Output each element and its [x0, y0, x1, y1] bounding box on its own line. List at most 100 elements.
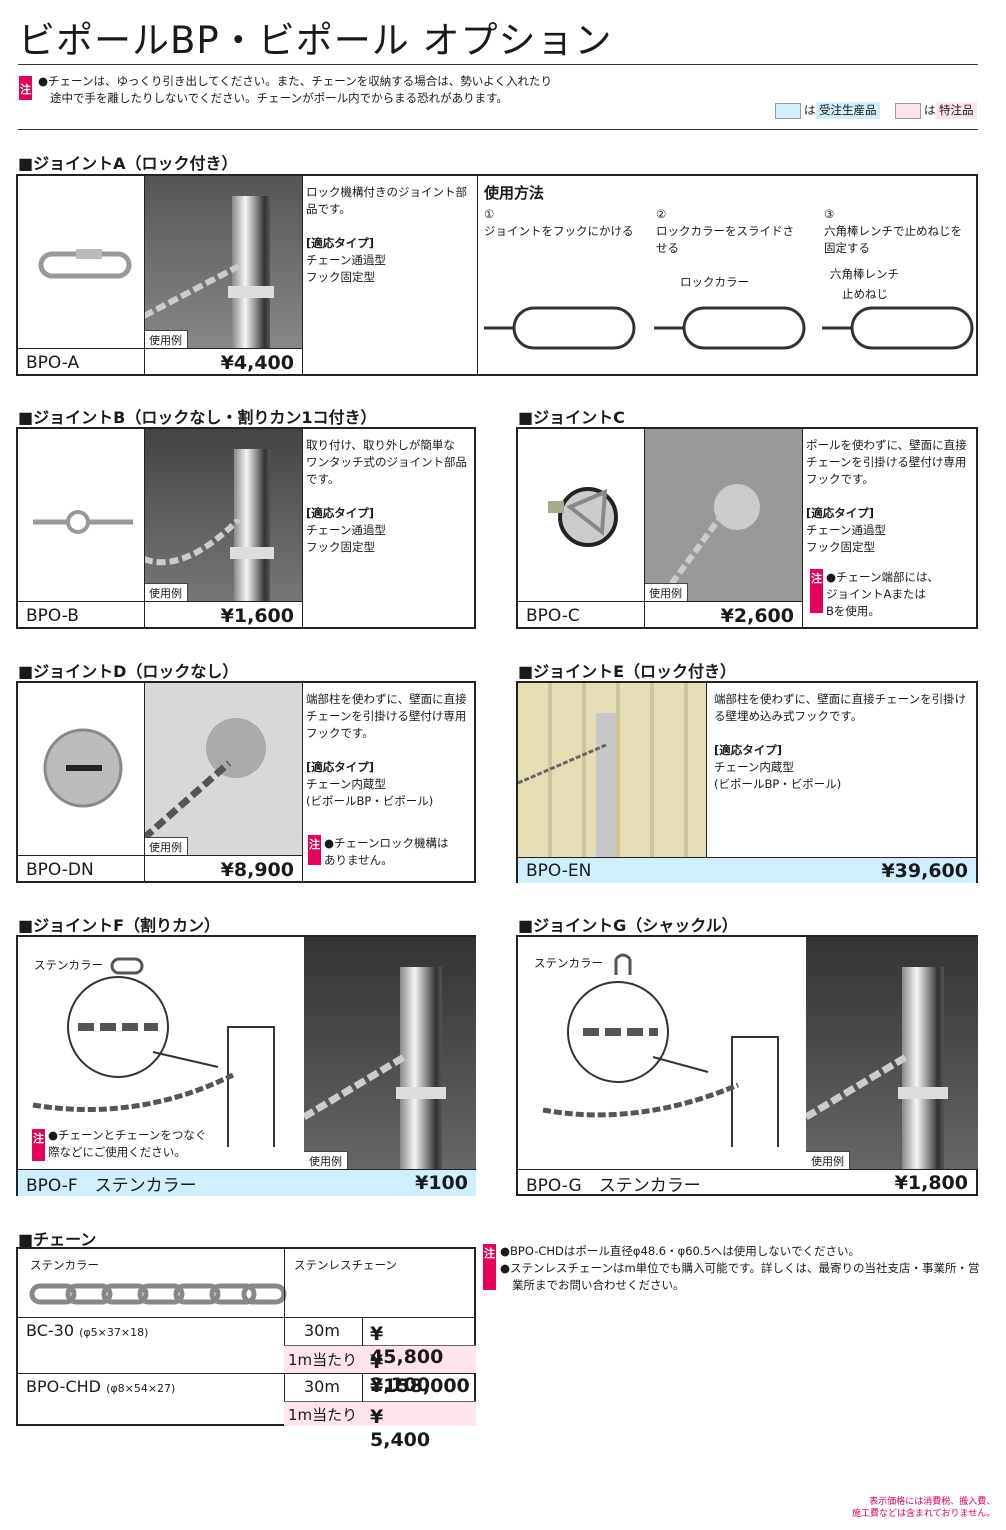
legend-order-swatch [775, 103, 801, 119]
joint-c-card: 使用例 ポールを使わずに、壁面に直接チェーンを引掛ける壁付け専用フックです。 [… [516, 427, 978, 629]
joint-e-card: 端部柱を使わずに、壁面に直接チェーンを引掛ける壁埋め込み式フックです。 [適応タ… [516, 681, 978, 883]
legend-special-label: 特注品 [936, 102, 977, 119]
chain-icon [661, 517, 722, 596]
table-row: BC-30 (φ5×37×18) [26, 1321, 149, 1340]
pole-image [232, 196, 270, 348]
notice-line-1: ●チェーンは、ゆっくり引き出してください。また、チェーンを収納する場合は、勢いよ… [38, 74, 552, 88]
joint-a-description: ロック機構付きのジョイント部品です。 [適応タイプ]チェーン通過型フック固定型 [306, 185, 467, 284]
table-rule [18, 1373, 476, 1374]
joint-g-card: ステンカラー 使用例 BPO-G ステンカラー ¥1,800 [516, 935, 978, 1196]
product-code: BPO-B [26, 605, 79, 626]
joint-b-description: 取り付け、取り外しが簡単なワンタッチ式のジョイント部品です。 [適応タイプ]チェ… [306, 438, 467, 554]
legend-ha-1: は [804, 103, 816, 117]
joint-f-photo: 使用例 [304, 937, 476, 1169]
footer-note: 表示価格には消費税、搬入費、施工費などは含まれておりません。 [852, 1497, 996, 1519]
pole-band [396, 1087, 446, 1099]
pole-image [902, 967, 944, 1169]
chain-icon [518, 743, 607, 785]
usage-diagram [484, 306, 974, 350]
pole-band [898, 1087, 948, 1099]
joint-f-note: ●チェーンとチェーンをつなぐ際などにご使用ください。 [48, 1128, 207, 1159]
title-underline [18, 64, 978, 65]
page-title: ビポールBP・ビポール オプション [18, 19, 613, 62]
separator [644, 429, 645, 629]
chain-icon [144, 519, 242, 566]
joint-f-card: ステンカラー 注 ●チェーンとチェーンをつなぐ際などにご使用ください。 使用例 … [16, 935, 476, 1196]
divider [18, 129, 978, 130]
unit-cell: 1m当たり [288, 1406, 358, 1424]
chain-icon [144, 263, 241, 319]
separator [144, 176, 145, 376]
joint-d-heading: ■ジョイントD（ロックなし） [18, 662, 239, 681]
embedded-hook-image [596, 713, 616, 857]
joint-e-description: 端部柱を使わずに、壁面に直接チェーンを引掛ける壁埋め込み式フックです。 [適応タ… [714, 692, 967, 791]
chain-type-label: ステンレスチェーン [294, 1258, 397, 1272]
pole-image [234, 449, 270, 601]
joint-b-card: 使用例 取り付け、取り外しが簡単なワンタッチ式のジョイント部品です。 [適応タイ… [16, 427, 476, 629]
joint-c-heading: ■ジョイントC [518, 408, 625, 427]
shackle-diagram [542, 953, 779, 1147]
price-cell: ¥ 2,100 [370, 1351, 431, 1396]
split-link-diagram [32, 957, 275, 1147]
separator [302, 176, 303, 376]
usage-title: 使用方法 [484, 184, 545, 202]
chain-table: ステンカラー ステンレスチェーン BC-30 (φ5×37×18) 30m ¥ … [16, 1247, 476, 1451]
lock-collar-label: ロックカラー [680, 275, 749, 289]
product-price: ¥39,600 [881, 859, 968, 882]
product-price: ¥4,400 [220, 351, 294, 374]
table-rule [284, 1401, 476, 1402]
product-code: BPO-G ステンカラー [526, 1175, 701, 1196]
wall-plate-icon [43, 728, 123, 808]
carabiner-icon [38, 249, 132, 279]
table-rule [284, 1345, 476, 1346]
joint-a-heading: ■ジョイントA（ロック付き） [18, 154, 238, 173]
legend-order-label: 受注生産品 [816, 102, 880, 119]
photo-label: 使用例 [806, 1151, 850, 1169]
product-code: BPO-F ステンカラー [26, 1175, 197, 1196]
collar-label: ステンカラー [34, 958, 103, 972]
product-price: ¥1,600 [220, 604, 294, 627]
chain-icon [806, 1053, 908, 1121]
table-rule [18, 1317, 476, 1318]
note-badge: 注 [810, 569, 823, 613]
joint-g-photo: 使用例 [806, 937, 978, 1169]
price-cell: ¥158,000 [370, 1375, 470, 1397]
chain-icon [304, 1053, 406, 1121]
joint-d-price-bar: BPO-DN ¥8,900 [18, 855, 302, 883]
product-code: BPO-EN [526, 860, 592, 881]
pole-band [228, 286, 274, 298]
joint-b-photo: 使用例 [144, 429, 302, 601]
note-badge: 注 [308, 835, 321, 865]
joint-a-card: 使用例 ロック機構付きのジョイント部品です。 [適応タイプ]チェーン通過型フック… [16, 174, 978, 376]
joint-c-description: ポールを使わずに、壁面に直接チェーンを引掛ける壁付け専用フックです。 [適応タイ… [806, 438, 967, 554]
price-cell: ¥ 5,400 [370, 1406, 431, 1451]
legend-special-swatch [895, 103, 921, 119]
product-price: ¥2,600 [720, 604, 794, 627]
chain-icon [144, 760, 232, 841]
separator [802, 429, 803, 629]
separator [302, 429, 303, 629]
unit-cell: 30m [304, 1377, 340, 1396]
pole-band [230, 547, 274, 559]
joint-d-card: 使用例 端部柱を使わずに、壁面に直接チェーンを引掛ける壁付け専用フックです。 [… [16, 681, 476, 883]
legend-ha-2: は [924, 103, 936, 117]
note-badge: 注 [32, 1129, 45, 1161]
photo-label: 使用例 [304, 1151, 348, 1169]
joint-e-heading: ■ジョイントE（ロック付き） [518, 662, 737, 681]
joint-e-price-bar: BPO-EN ¥39,600 [518, 857, 976, 883]
per-meter-row-bg [284, 1402, 476, 1426]
unit-cell: 1m当たり [288, 1351, 358, 1369]
joint-b-price-bar: BPO-B ¥1,600 [18, 601, 302, 629]
joint-e-photo [518, 683, 706, 857]
photo-label: 使用例 [144, 583, 188, 601]
photo-label: 使用例 [144, 837, 188, 855]
hex-wrench-label: 六角棒レンチ [830, 267, 899, 281]
product-code: BPO-DN [26, 859, 94, 880]
wall-plate-image [206, 718, 266, 778]
pole-image [400, 967, 442, 1169]
joint-a-photo: 使用例 [144, 176, 302, 348]
